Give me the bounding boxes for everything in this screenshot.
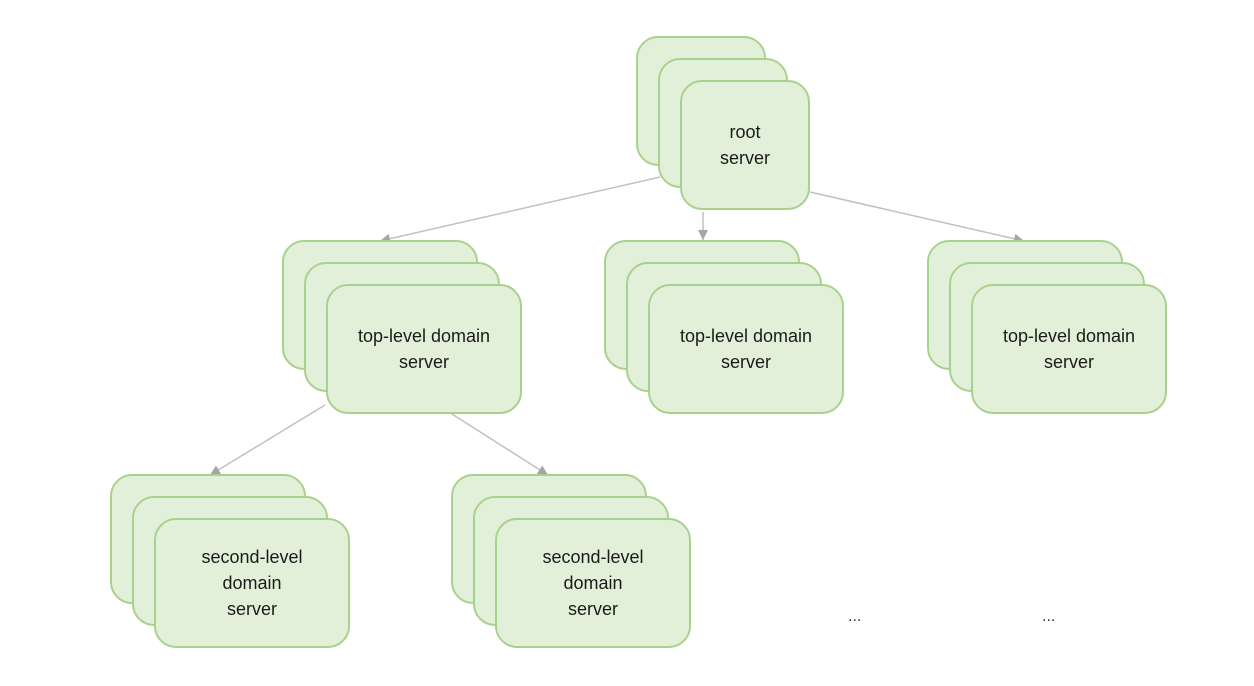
arrowhead-tld-2 (698, 230, 708, 240)
server-card-front: top-level domain server (971, 284, 1167, 414)
server-card-front: second-level domain server (154, 518, 350, 648)
sld-server-node-2: second-level domain server (451, 474, 691, 650)
tld-server-node-3: top-level domain server (927, 240, 1167, 416)
server-label: top-level domain server (357, 326, 491, 372)
more-servers-ellipsis-2: ... (1042, 608, 1056, 625)
edge-tld-1-to-sld-1 (209, 404, 326, 476)
server-label: root server (719, 122, 770, 168)
server-card-front: root server (680, 80, 810, 210)
edge-root-to-tld-3 (809, 191, 1025, 242)
tld-server-node-2: top-level domain server (604, 240, 844, 416)
arrowhead-sld-2 (536, 465, 548, 475)
server-label: top-level domain server (679, 326, 813, 372)
server-label: top-level domain server (1002, 326, 1136, 372)
server-label: second-level domain server (201, 547, 303, 619)
server-card-front: top-level domain server (648, 284, 844, 414)
root-server-node: root server (636, 36, 810, 212)
server-card-front: top-level domain server (326, 284, 522, 414)
server-label: second-level domain server (542, 547, 644, 619)
server-card-front: second-level domain server (495, 518, 691, 648)
arrowhead-sld-1 (210, 465, 222, 475)
more-servers-ellipsis-1: ... (848, 608, 862, 625)
edge-root-to-tld-1 (379, 176, 661, 242)
edge-tld-1-to-sld-2 (451, 413, 549, 476)
sld-server-node-1: second-level domain server (110, 474, 350, 650)
tld-server-node-1: top-level domain server (282, 240, 522, 416)
